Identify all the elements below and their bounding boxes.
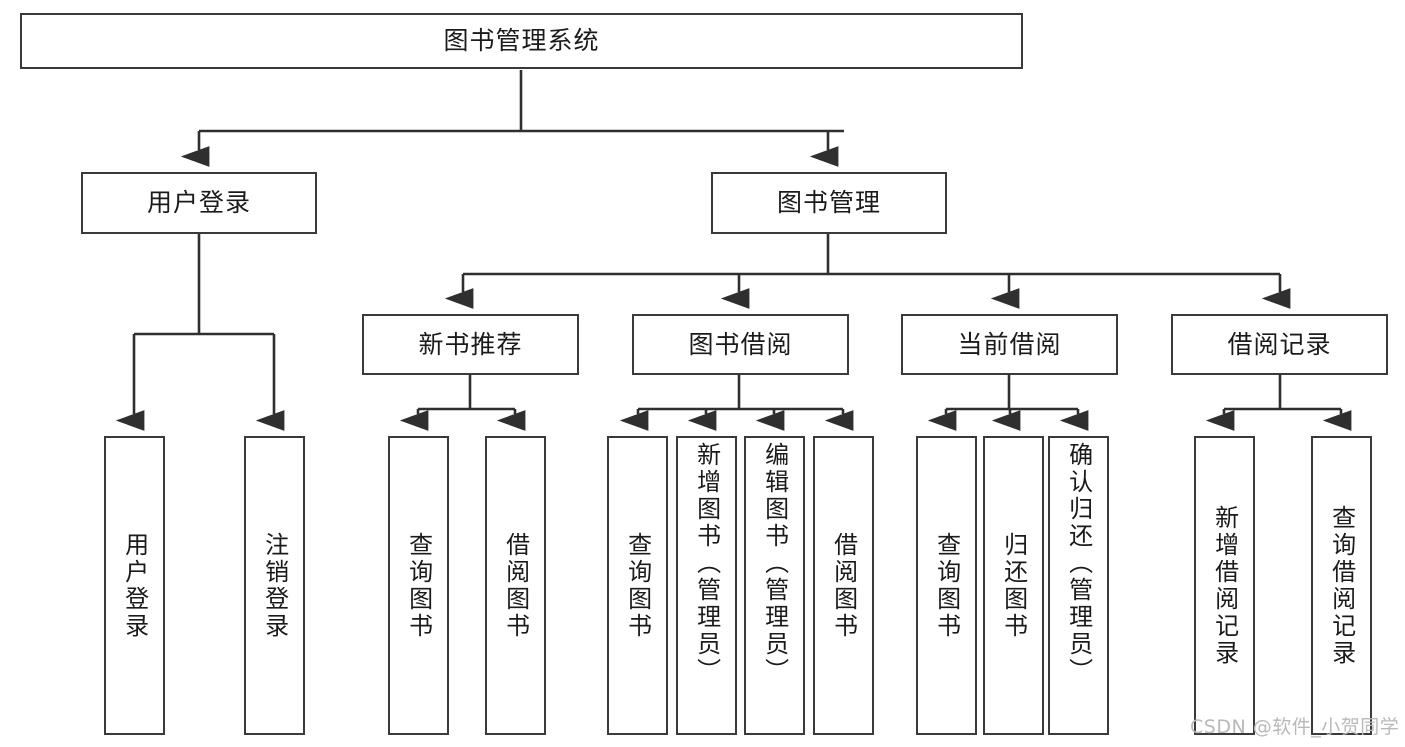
leaf-label: 查询图书: [623, 531, 652, 640]
leaf-label: 确认归还（管理员）: [1064, 442, 1093, 685]
leaf-label: 新增借阅记录: [1210, 504, 1239, 667]
leaf-query-book-1[interactable]: 查询图书: [388, 436, 449, 735]
node-borrow-record[interactable]: 借阅记录: [1171, 314, 1388, 375]
leaf-label: 查询图书: [404, 531, 433, 640]
node-book-manage[interactable]: 图书管理: [711, 172, 947, 234]
leaf-query-book-3[interactable]: 查询图书: [916, 436, 977, 735]
leaf-query-book-2[interactable]: 查询图书: [607, 436, 668, 735]
node-label: 新书推荐: [418, 329, 523, 359]
leaf-logout-login[interactable]: 注销登录: [244, 436, 305, 735]
leaf-add-book[interactable]: 新增图书（管理员）: [676, 436, 737, 735]
leaf-label: 借阅图书: [501, 531, 530, 640]
leaf-label: 注销登录: [260, 531, 289, 640]
leaf-label: 借阅图书: [829, 531, 858, 640]
node-label: 图书管理系统: [443, 26, 600, 56]
leaf-label: 编辑图书（管理员）: [760, 442, 789, 685]
node-book-borrow[interactable]: 图书借阅: [632, 314, 849, 375]
leaf-label: 新增图书（管理员）: [692, 442, 721, 685]
leaf-borrow-book-2[interactable]: 借阅图书: [813, 436, 874, 735]
node-label: 用户登录: [146, 188, 251, 218]
leaf-label: 查询借阅记录: [1327, 504, 1356, 667]
node-user-login[interactable]: 用户登录: [81, 172, 317, 234]
node-label: 借阅记录: [1227, 329, 1332, 359]
node-label: 当前借阅: [957, 329, 1062, 359]
leaf-edit-book[interactable]: 编辑图书（管理员）: [744, 436, 805, 735]
node-root-system[interactable]: 图书管理系统: [20, 13, 1023, 69]
leaf-user-login[interactable]: 用户登录: [104, 436, 165, 735]
node-new-book-recommend[interactable]: 新书推荐: [362, 314, 579, 375]
leaf-label: 归还图书: [999, 531, 1028, 640]
csdn-watermark: CSDN @软件_小贺同学: [1190, 716, 1400, 738]
node-label: 图书管理: [776, 188, 881, 218]
leaf-return-book[interactable]: 归还图书: [983, 436, 1044, 735]
leaf-query-record[interactable]: 查询借阅记录: [1311, 436, 1372, 735]
leaf-confirm-return[interactable]: 确认归还（管理员）: [1048, 436, 1109, 735]
leaf-label: 查询图书: [932, 531, 961, 640]
node-current-borrow[interactable]: 当前借阅: [901, 314, 1118, 375]
leaf-label: 用户登录: [120, 531, 149, 640]
node-label: 图书借阅: [688, 329, 793, 359]
leaf-add-record[interactable]: 新增借阅记录: [1194, 436, 1255, 735]
leaf-borrow-book-1[interactable]: 借阅图书: [485, 436, 546, 735]
